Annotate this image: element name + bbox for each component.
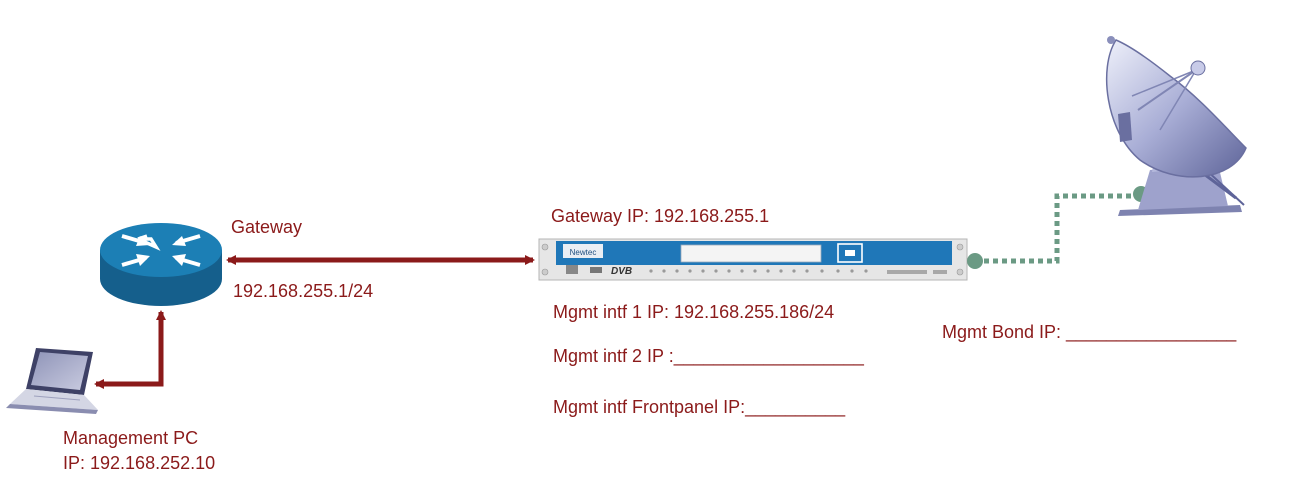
- newtec-logo-text: Newtec: [570, 248, 597, 257]
- front-keypad: [837, 243, 863, 263]
- rack-screw-icon: [956, 268, 964, 276]
- rack-screw-icon: [956, 243, 964, 251]
- dvb-logo: DVB: [611, 266, 632, 277]
- link-end-dot: [967, 253, 983, 269]
- management-pc-label: Management PC: [63, 428, 199, 448]
- gateway-subnet-label: 192.168.255.1/24: [233, 281, 374, 301]
- mgmt-intf-1-label: Mgmt intf 1 IP: 192.168.255.186/24: [553, 302, 835, 322]
- satellite-dish-icon: [1105, 36, 1247, 216]
- front-display: [680, 244, 822, 263]
- rack-screw-icon: [541, 243, 549, 251]
- ethernet-port-icon: [566, 265, 578, 274]
- modulator-gateway-ip-label: Gateway IP: 192.168.255.1: [551, 206, 770, 226]
- router-pc-link: [94, 310, 166, 389]
- modulator-dish-link: [975, 193, 1141, 264]
- usb-port-icon: [590, 267, 602, 273]
- newtec-logo: [563, 244, 603, 258]
- management-pc-ip-label: IP: 192.168.252.10: [63, 453, 216, 473]
- status-leds: [649, 269, 868, 273]
- gateway-label: Gateway: [231, 217, 303, 237]
- modulator-device: Newtec DVB: [538, 238, 968, 281]
- router-icon: [100, 223, 222, 306]
- mgmt-bond-ip-label: Mgmt Bond IP: _________________: [942, 322, 1237, 342]
- laptop-icon: [6, 348, 98, 414]
- mgmt-intf-2-label: Mgmt intf 2 IP :___________________: [553, 346, 864, 366]
- rack-screw-icon: [541, 268, 549, 276]
- mgmt-intf-frontpanel-label: Mgmt intf Frontpanel IP:__________: [553, 397, 846, 417]
